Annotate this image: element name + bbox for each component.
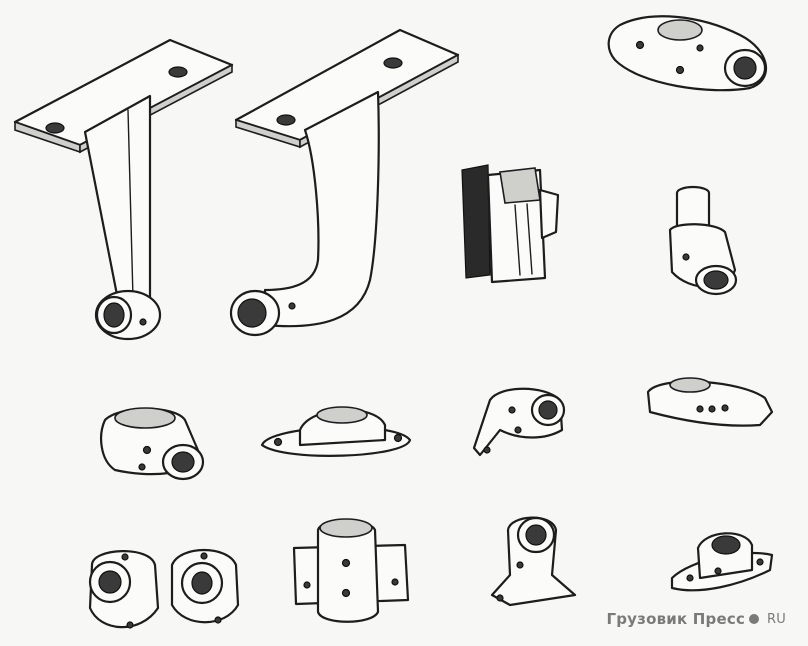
side-bracket-clamp [472, 387, 566, 457]
tube-connector-long [607, 15, 768, 92]
sliding-clip [461, 164, 560, 284]
pedestal-ring-mount [490, 516, 577, 607]
watermark-suffix: RU [767, 611, 786, 627]
angle-tube-socket [668, 185, 738, 296]
flanged-rail-holder [670, 532, 774, 592]
watermark: Грузовик Пресс RU [606, 610, 786, 628]
oval-base-flange [260, 406, 412, 457]
elbow-clamp [646, 377, 774, 427]
watermark-dot-icon [749, 614, 760, 624]
watermark-brand: Грузовик Пресс [606, 610, 746, 628]
ceiling-bracket-straight [13, 38, 234, 341]
round-flange-right [170, 548, 240, 624]
ceiling-bracket-curved [229, 28, 460, 337]
round-flange-left [88, 550, 160, 629]
rect-wall-mount [292, 518, 410, 623]
tee-clamp [100, 407, 205, 481]
